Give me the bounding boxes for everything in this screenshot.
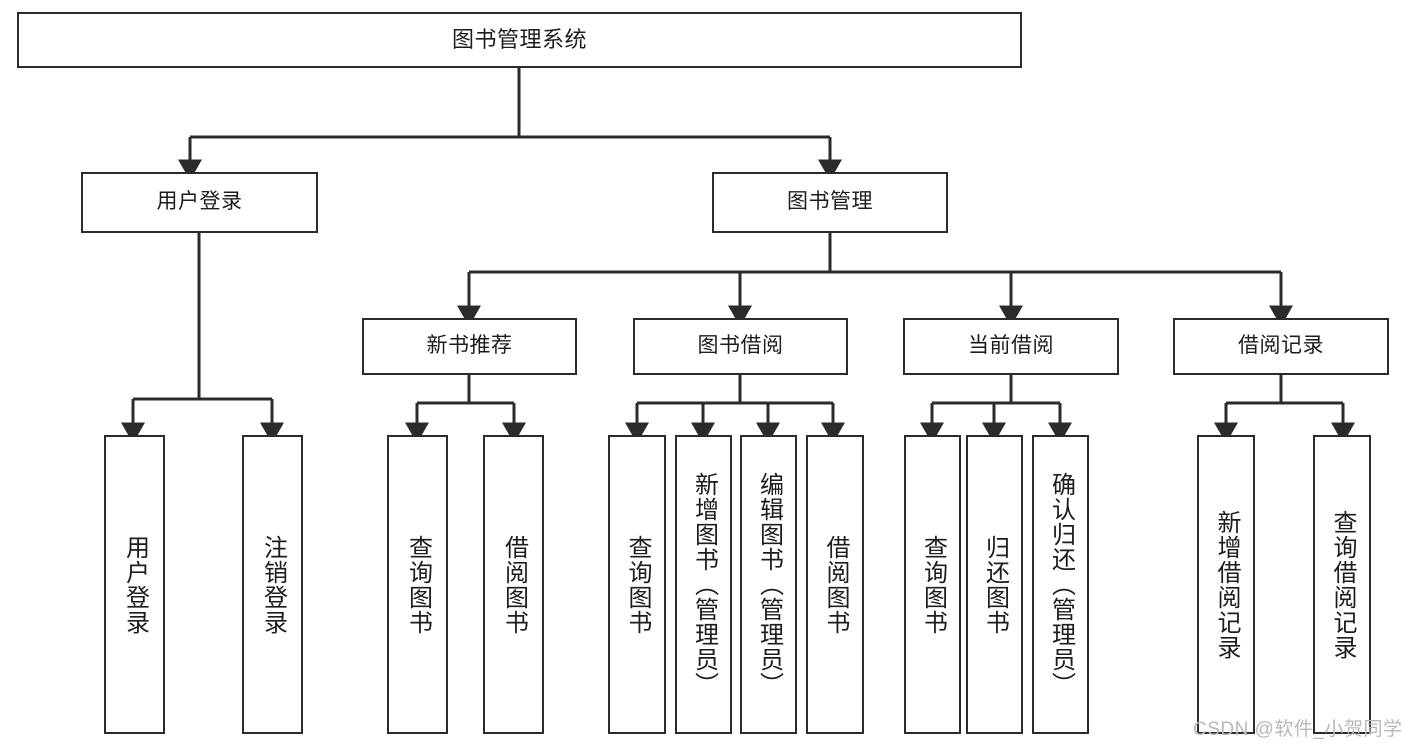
node-root[interactable]: 图书管理系统 xyxy=(17,12,1022,68)
leaf-add-borrow-record[interactable]: 新增借阅记录 xyxy=(1197,435,1255,734)
leaf-query-book-borrow-label: 查询图书 xyxy=(623,534,651,635)
node-book-management-label: 图书管理 xyxy=(787,190,873,214)
leaf-borrow-book-recommend-label: 借阅图书 xyxy=(500,534,528,635)
leaf-query-book-borrow[interactable]: 查询图书 xyxy=(608,435,666,734)
leaf-edit-book-admin[interactable]: 编辑图书（管理员） xyxy=(740,435,797,734)
node-borrow-record-label: 借阅记录 xyxy=(1238,334,1324,358)
leaf-confirm-return-admin-label: 确认归还（管理员） xyxy=(1047,472,1075,697)
leaf-query-borrow-record[interactable]: 查询借阅记录 xyxy=(1313,435,1371,734)
leaf-borrow-book-label: 借阅图书 xyxy=(821,534,849,635)
node-root-label: 图书管理系统 xyxy=(451,27,587,53)
node-new-book-recommend-label: 新书推荐 xyxy=(426,334,513,358)
leaf-add-book-admin[interactable]: 新增图书（管理员） xyxy=(675,435,732,734)
node-book-borrow-label: 图书借阅 xyxy=(697,334,784,358)
leaf-return-book[interactable]: 归还图书 xyxy=(966,435,1023,734)
leaf-add-book-admin-label: 新增图书（管理员） xyxy=(690,472,718,697)
node-book-management[interactable]: 图书管理 xyxy=(712,172,948,233)
node-user-login[interactable]: 用户登录 xyxy=(81,172,318,233)
leaf-logout[interactable]: 注销登录 xyxy=(242,435,303,734)
node-book-borrow[interactable]: 图书借阅 xyxy=(633,318,848,375)
leaf-query-book-current[interactable]: 查询图书 xyxy=(904,435,961,734)
leaf-confirm-return-admin[interactable]: 确认归还（管理员） xyxy=(1032,435,1089,734)
leaf-query-book-recommend[interactable]: 查询图书 xyxy=(387,435,448,734)
leaf-query-book-recommend-label: 查询图书 xyxy=(404,534,432,635)
leaf-add-borrow-record-label: 新增借阅记录 xyxy=(1212,509,1240,660)
leaf-borrow-book-recommend[interactable]: 借阅图书 xyxy=(483,435,544,734)
leaf-edit-book-admin-label: 编辑图书（管理员） xyxy=(755,472,783,697)
node-new-book-recommend[interactable]: 新书推荐 xyxy=(362,318,577,375)
node-current-borrow-label: 当前借阅 xyxy=(968,334,1054,358)
leaf-borrow-book[interactable]: 借阅图书 xyxy=(806,435,864,734)
node-borrow-record[interactable]: 借阅记录 xyxy=(1173,318,1389,375)
leaf-logout-label: 注销登录 xyxy=(259,534,287,635)
node-current-borrow[interactable]: 当前借阅 xyxy=(903,318,1119,375)
node-user-login-label: 用户登录 xyxy=(156,190,243,214)
leaf-query-borrow-record-label: 查询借阅记录 xyxy=(1328,509,1356,660)
leaf-query-book-current-label: 查询图书 xyxy=(919,534,947,635)
leaf-user-login-label: 用户登录 xyxy=(121,534,149,635)
leaf-return-book-label: 归还图书 xyxy=(981,534,1009,635)
leaf-user-login[interactable]: 用户登录 xyxy=(104,435,165,734)
